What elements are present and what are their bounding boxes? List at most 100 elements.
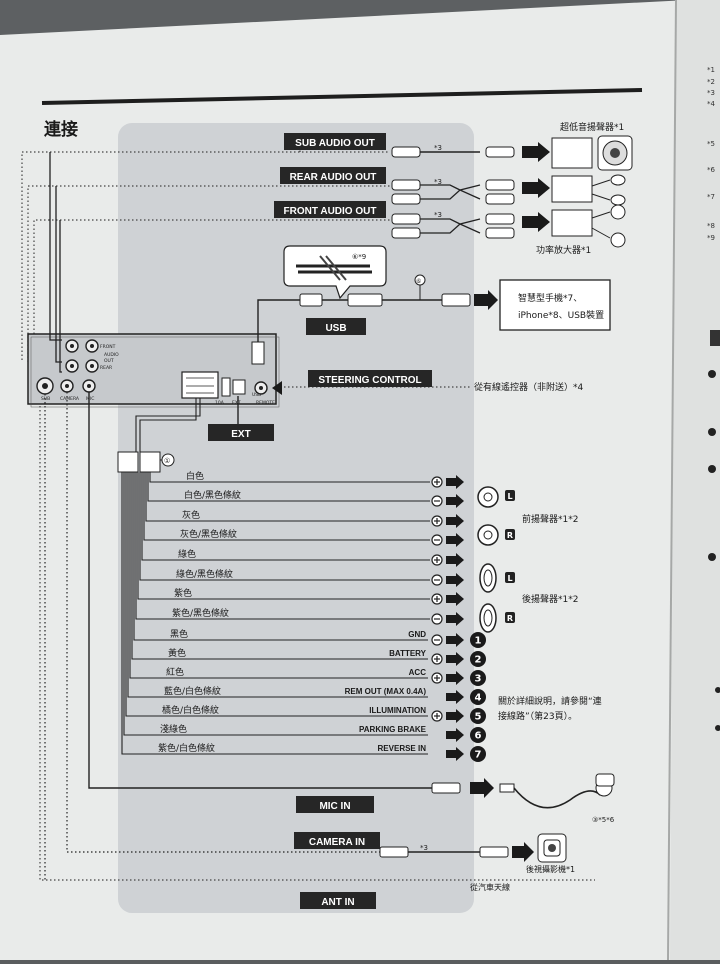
wire-color-label: 紫色: [174, 587, 192, 599]
head-unit: FRONT AUDIO OUT REAR SUB CAMERA MIC USB …: [27, 333, 280, 408]
terminal-number-badge: [470, 689, 486, 705]
arrow-icon: [446, 690, 464, 704]
tag-ext: EXT: [208, 424, 274, 441]
amplifier-label: 功率放大器*1: [536, 244, 591, 256]
wire-color-label: 灰色/黑色條紋: [180, 528, 237, 540]
unit-label-sub: SUB: [41, 396, 50, 402]
svg-text:ANT IN: ANT IN: [321, 897, 354, 908]
wire-function-label: PARKING BRAKE: [359, 725, 427, 734]
wire: [135, 472, 430, 620]
tag-sub-audio-out: SUB AUDIO OUT: [284, 133, 386, 150]
terminal-number: 5: [475, 712, 482, 723]
arrow-icon: [446, 494, 464, 508]
terminal-number: 3: [475, 674, 482, 685]
wire-color-label: 紅色: [166, 666, 184, 678]
wire: [141, 472, 430, 561]
wire-color-label: 白色: [186, 470, 204, 482]
front-rca-plug: [391, 204, 626, 248]
svg-text:CAMERA IN: CAMERA IN: [309, 837, 365, 848]
arrow-icon: [446, 553, 464, 567]
footnote-star3: *3: [434, 178, 442, 186]
sub-rca-plug: [391, 135, 633, 171]
arrow-icon: [446, 514, 464, 528]
wire-function-label: REM OUT (MAX 0.4A): [345, 687, 427, 696]
footnote-circle1: ①: [164, 457, 170, 465]
terminal-number: 7: [475, 750, 482, 761]
right-mark: *9: [707, 234, 715, 242]
front-speakers-label: 前揚聲器*1*2: [522, 513, 578, 525]
rca-leads: [49, 152, 62, 373]
footnote-usb-callout: ⑥*9: [352, 253, 366, 261]
tag-usb: USB: [306, 318, 366, 335]
wire: [129, 472, 428, 679]
wire-color-label: 綠色/黑色條紋: [176, 568, 233, 580]
svg-text:USB: USB: [325, 323, 346, 334]
right-mark: *3: [707, 89, 715, 97]
svg-text:EXT: EXT: [231, 429, 250, 440]
unit-label-audio: AUDIO: [104, 352, 119, 358]
camera-label: 後視攝影機*1: [526, 864, 575, 874]
wire-color-label: 綠色: [178, 548, 196, 560]
wire: [125, 472, 428, 717]
subwoofer-label: 超低音揚聲器*1: [560, 121, 624, 133]
unit-label-out: OUT: [104, 358, 114, 364]
wire: [137, 472, 430, 600]
wire: [143, 472, 430, 541]
smartphone-box: 智慧型手機*7、 iPhone*8、USB裝置: [499, 279, 611, 331]
connection-note-1: 關於詳細說明，請參閱“連: [498, 695, 602, 707]
footnote-star3: *3: [420, 844, 428, 852]
terminal-number-badge: [470, 632, 486, 648]
usb-cable: [257, 245, 498, 342]
steering-remote-label: 從有線遙控器（非附送）*4: [474, 381, 584, 393]
unit-label-front: FRONT: [100, 344, 116, 350]
terminal-number-badge: [470, 746, 486, 762]
wire: [133, 472, 428, 641]
subwoofer-amp-box: [551, 137, 593, 169]
right-mark: *5: [707, 140, 715, 148]
connection-note-2: 接線路”（第23頁）。: [498, 710, 577, 722]
arrow-icon: [446, 533, 464, 547]
wire: [131, 472, 428, 660]
arrow-icon: [522, 212, 550, 232]
footnote-circle3: ③*5*6: [592, 816, 615, 824]
arrow-icon: [446, 612, 464, 626]
steering-arrow-icon: [272, 381, 282, 395]
unit-label-ext: EXT: [232, 400, 241, 406]
antenna-label: 從汽車天線: [470, 882, 510, 892]
unit-label-mic: MIC: [86, 396, 94, 402]
diagram-panel: [118, 123, 474, 913]
right-mark: *2: [707, 78, 715, 86]
unit-label-usb: USB: [252, 392, 261, 398]
arrow-icon: [446, 652, 464, 666]
arrow-icon: [446, 709, 464, 723]
arrow-icon: [446, 475, 464, 489]
unit-label-remote: REMOTE: [256, 400, 275, 406]
tag-steering-control: STEERING CONTROL: [308, 370, 432, 387]
arrow-icon: [446, 633, 464, 647]
smartphone-label-1: 智慧型手機*7、: [518, 292, 582, 304]
terminal-number-badge: [470, 651, 486, 667]
right-mark: *6: [707, 166, 716, 174]
terminal-number: 4: [475, 693, 482, 704]
camera-cable: [66, 392, 567, 863]
right-mark: *1: [707, 66, 715, 74]
amplifier-box-rear: [551, 175, 593, 203]
wire-function-label: GND: [408, 630, 426, 639]
section-title: 連接: [44, 119, 78, 140]
terminal-number: 2: [475, 655, 482, 666]
arrow-icon: [446, 671, 464, 685]
terminal-number: 1: [475, 636, 482, 647]
right-mark: *7: [707, 193, 715, 201]
wire: [127, 472, 428, 698]
wire-color-label: 紫色/白色條紋: [158, 742, 215, 754]
arrow-icon: [474, 290, 498, 310]
wire-color-label: 淺綠色: [160, 723, 187, 735]
tag-rear-audio-out: REAR AUDIO OUT: [280, 167, 386, 184]
arrow-icon: [446, 592, 464, 606]
rear-rca-plug: [391, 174, 626, 206]
mic-cable: [88, 392, 615, 809]
right-mark: *4: [707, 100, 716, 108]
svg-text:FRONT AUDIO OUT: FRONT AUDIO OUT: [284, 206, 377, 217]
usb-port: [251, 341, 265, 365]
